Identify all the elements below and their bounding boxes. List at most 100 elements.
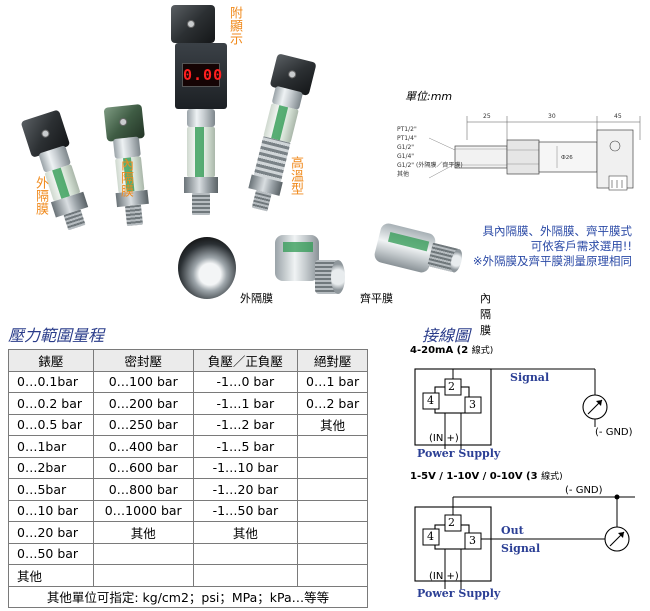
table-cell: 其他: [192, 521, 299, 544]
table-cell: 其他: [297, 413, 368, 436]
table-cell: -1…50 bar: [192, 499, 299, 522]
table-cell: 0…1bar: [8, 435, 94, 458]
note-line-3: ※外隔膜及齊平膜測量原理相同: [472, 254, 632, 268]
power-supply-label-b: Power Supply: [417, 587, 501, 600]
table-cell: [297, 456, 368, 479]
gnd-label-a: (- GND): [595, 427, 633, 438]
table-cell: [297, 521, 368, 544]
table-cell: [297, 564, 368, 587]
pin-2-b: 2: [448, 516, 455, 529]
pin-4-a: 4: [427, 394, 434, 407]
table-footnote-row: 其他單位可指定: kg/cm2；psi；MPa；kPa…等等: [8, 585, 368, 608]
diaphragm-label-flush: 齊平膜: [360, 292, 393, 305]
col-header-vacuum: 負壓／正負壓: [192, 349, 299, 372]
dim-diameter: Ф26: [561, 155, 573, 161]
table-cell: -1…2 bar: [192, 413, 299, 436]
table-cell: 0…100 bar: [92, 370, 194, 393]
thread-item: G1/2": [397, 144, 415, 151]
gnd-label-b: (- GND): [565, 485, 603, 496]
table-cell: 0…2bar: [8, 456, 94, 479]
label-with-display: 附顯示: [227, 6, 242, 45]
table-cell: [297, 499, 368, 522]
table-cell: 0…1 bar: [297, 370, 368, 393]
diaphragm-label-external: 外隔膜: [240, 292, 273, 305]
in-label-a: (IN +): [429, 433, 459, 444]
table-cell: 0…20 bar: [8, 521, 94, 544]
table-cell: [192, 542, 299, 565]
note-line-2: 可依客戶需求選用!!: [530, 239, 632, 253]
col-header-gauge: 錶壓: [8, 349, 94, 372]
pin-3-b: 3: [469, 534, 476, 547]
table-header-row: 錶壓 密封壓 負壓／正負壓 絕對壓: [8, 349, 368, 372]
col-header-absolute: 絕對壓: [297, 349, 368, 372]
sensor-internal-diaphragm: [94, 102, 177, 234]
table-cell: [92, 564, 194, 587]
signal-label-b: Signal: [501, 542, 541, 555]
thread-item: PT1/4": [397, 135, 417, 142]
table-cell: 0…800 bar: [92, 478, 194, 501]
label-internal: 內隔膜: [118, 158, 133, 197]
wiring-diagram-3wire: [414, 494, 635, 589]
led-display: 0.00: [182, 63, 222, 87]
pin-2-a: 2: [448, 380, 455, 393]
table-cell: -1…10 bar: [192, 456, 299, 479]
power-supply-label-a: Power Supply: [417, 447, 501, 460]
product-photos: 0.00 附顯示 外隔膜 內隔膜 高溫型 外隔膜 齊平膜 內隔膜: [0, 0, 491, 337]
closeup-external: [178, 237, 236, 299]
wiring-caption-3wire: 1-5V / 1-10V / 0-10V (3 線式): [410, 471, 563, 482]
dim-25: 25: [483, 113, 491, 120]
signal-label-a: Signal: [510, 371, 550, 384]
out-label: Out: [501, 524, 524, 537]
sensor-high-temp: [222, 49, 329, 221]
wiring-title: 接線圖: [422, 326, 471, 345]
wiring-caption-2wire: 4-20mA (2 線式): [410, 345, 494, 356]
table-cell: 0…600 bar: [92, 456, 194, 479]
table-cell: [192, 564, 299, 587]
table-row: 0…50 bar: [8, 542, 368, 565]
table-cell: 0…2 bar: [297, 392, 368, 415]
wiring-diagrams: 4-20mA (2 線式) 2 4 3 Signal (- GND) (IN +…: [405, 343, 650, 611]
table-cell: 0…0.1bar: [8, 370, 94, 393]
table-cell: -1…20 bar: [192, 478, 299, 501]
label-external: 外隔膜: [33, 176, 48, 215]
table-cell: 其他: [8, 564, 94, 587]
table-cell: 0…250 bar: [92, 413, 194, 436]
diaphragm-options-note: 具內隔膜、外隔膜、齊平膜式 可依客戶需求選用!! ※外隔膜及齊平膜測量原理相同: [473, 224, 632, 269]
wiring-diagram-2wire: [414, 368, 608, 449]
table-cell: 0…10 bar: [8, 499, 94, 522]
table-cell: [297, 435, 368, 458]
col-header-sealed: 密封壓: [92, 349, 194, 372]
thread-item: 其他: [397, 171, 410, 178]
closeup-flush: [275, 230, 355, 300]
table-cell: [92, 542, 194, 565]
table-cell: -1…1 bar: [192, 392, 299, 415]
table-cell: 0…50 bar: [8, 542, 94, 565]
table-cell: -1…0 bar: [192, 370, 299, 393]
diaphragm-label-internal: 內隔膜: [480, 292, 491, 337]
thread-note: (外隔膜／齊平膜): [416, 162, 463, 169]
thread-item: G1/2" (外隔膜／齊平膜): [397, 162, 463, 169]
table-cell: 0…0.5 bar: [8, 413, 94, 436]
table-cell: 0…1000 bar: [92, 499, 194, 522]
pin-3-a: 3: [469, 398, 476, 411]
table-cell: -1…5 bar: [192, 435, 299, 458]
thread-item: PT1/2": [397, 126, 417, 133]
in-label-b: (IN +): [429, 571, 459, 582]
table-cell: 0…0.2 bar: [8, 392, 94, 415]
unit-label: 單位:mm: [405, 90, 453, 103]
thread-item: G1/4": [397, 153, 415, 160]
table-cell: [297, 542, 368, 565]
table-row: 其他: [8, 564, 368, 587]
table-cell: [297, 478, 368, 501]
table-cell: 0…400 bar: [92, 435, 194, 458]
pressure-range-title: 壓力範圍量程: [8, 326, 105, 345]
